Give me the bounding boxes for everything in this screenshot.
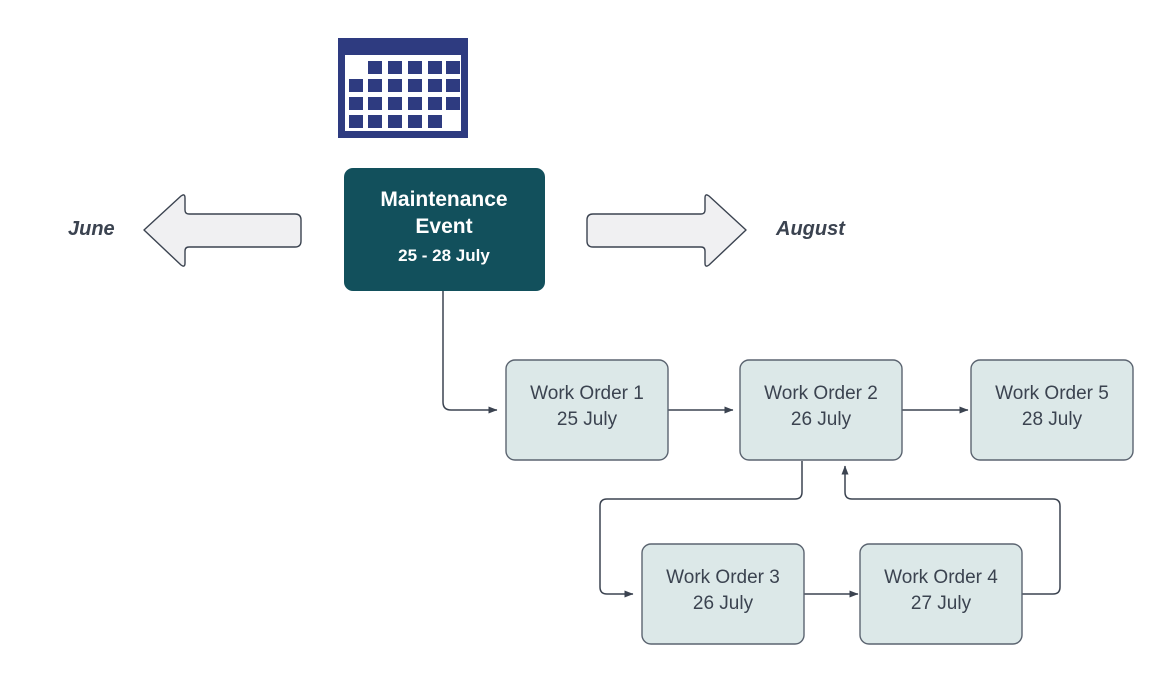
work-order-4-date: 27 July (911, 593, 972, 614)
work-order-1-node[interactable]: Work Order 1 25 July (505, 359, 669, 461)
calendar-icon (338, 38, 468, 138)
connector-event-to-wo1 (442, 291, 498, 414)
previous-month-label: June (68, 218, 115, 240)
work-order-2-node[interactable]: Work Order 2 26 July (739, 359, 903, 461)
maintenance-event-node[interactable]: Maintenance Event 25 - 28 July (344, 168, 545, 291)
work-order-3-name: Work Order 3 (666, 567, 780, 588)
arrow-left-icon (143, 194, 302, 267)
work-order-4-node[interactable]: Work Order 4 27 July (859, 543, 1023, 645)
work-order-5-node[interactable]: Work Order 5 28 July (970, 359, 1134, 461)
event-title-line1: Maintenance (380, 188, 507, 211)
work-order-1-name: Work Order 1 (530, 383, 644, 404)
connector-wo4-to-wo2 (841, 465, 1061, 595)
work-order-1-date: 25 July (557, 409, 618, 430)
arrow-right-icon (586, 194, 747, 267)
work-order-3-date: 26 July (693, 593, 754, 614)
work-order-2-date: 26 July (791, 409, 852, 430)
work-order-4-name: Work Order 4 (884, 567, 998, 588)
work-order-3-node[interactable]: Work Order 3 26 July (641, 543, 805, 645)
work-order-2-name: Work Order 2 (764, 383, 878, 404)
work-order-5-date: 28 July (1022, 409, 1083, 430)
event-dates: 25 - 28 July (398, 246, 490, 265)
work-order-5-name: Work Order 5 (995, 383, 1109, 404)
event-title-line2: Event (415, 215, 472, 238)
next-month-label: August (775, 218, 846, 240)
connector-wo2-to-wo3 (599, 461, 803, 598)
